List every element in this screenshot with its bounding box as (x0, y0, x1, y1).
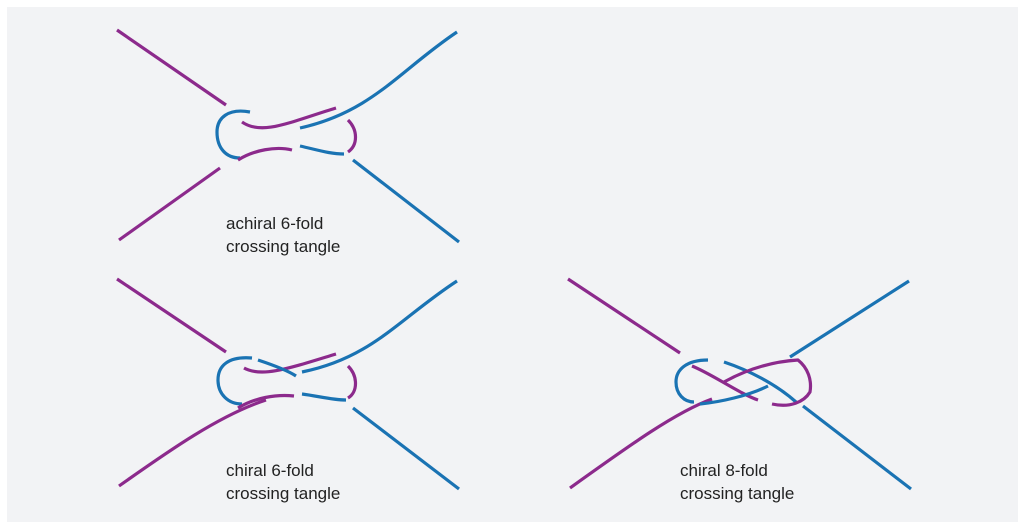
strand-blue-upper-crossing (257, 358, 297, 378)
strand-purple-lower-left-tail (118, 166, 221, 242)
strand-blue-lower-arc (299, 144, 345, 156)
strand-purple-upper-arc (243, 352, 337, 374)
strand-purple-upper-left-tail (116, 28, 227, 107)
strand-blue-upper-right-tail (299, 30, 458, 130)
strand-purple-diagonal-up (723, 358, 813, 407)
strand-purple-lower-left-tail (118, 398, 267, 488)
strand-blue-upper-right-tail (789, 279, 910, 359)
strand-blue-lower-arc (699, 384, 769, 406)
strand-purple-lower-arc (237, 146, 293, 162)
strand-blue-diagonal-down (723, 360, 798, 404)
tangle-achiral-6fold-caption: achiral 6-fold crossing tangle (226, 212, 340, 258)
strand-purple-lower-arc (237, 393, 295, 410)
strand-purple-right-loop (346, 118, 358, 154)
strand-purple-right-loop (346, 364, 358, 400)
tangle-chiral-6fold-caption: chiral 6-fold crossing tangle (226, 459, 340, 505)
caption-line-1: chiral 6-fold (226, 461, 314, 480)
tangle-chiral-6fold (116, 277, 460, 491)
strand-blue-upper-right-tail (301, 279, 458, 374)
strand-purple-lower-left-tail (569, 397, 713, 490)
tangle-achiral-6fold (116, 28, 460, 244)
strand-blue-lower-arc (301, 392, 347, 402)
figure-panel (7, 7, 1018, 522)
strand-blue-lower-right-tail (802, 404, 912, 491)
tangle-chiral-8fold (567, 277, 912, 491)
strand-blue-lower-right-tail (352, 158, 460, 244)
caption-line-2: crossing tangle (680, 484, 795, 503)
strand-blue-left-loop (215, 109, 251, 160)
strand-blue-lower-right-tail (352, 406, 460, 491)
tangle-chiral-8fold-caption: chiral 8-fold crossing tangle (680, 459, 794, 505)
strand-purple-diagonal-down (691, 364, 759, 402)
strand-blue-left-loop (216, 356, 253, 406)
strand-blue-left-loop (674, 358, 709, 404)
caption-line-2: crossing tangle (226, 237, 341, 256)
caption-line-2: crossing tangle (226, 484, 341, 503)
strand-purple-upper-arc (241, 106, 337, 130)
caption-line-1: chiral 8-fold (680, 461, 768, 480)
strand-purple-upper-left-tail (116, 277, 227, 354)
caption-line-1: achiral 6-fold (226, 214, 324, 233)
strand-purple-upper-left-tail (567, 277, 681, 355)
